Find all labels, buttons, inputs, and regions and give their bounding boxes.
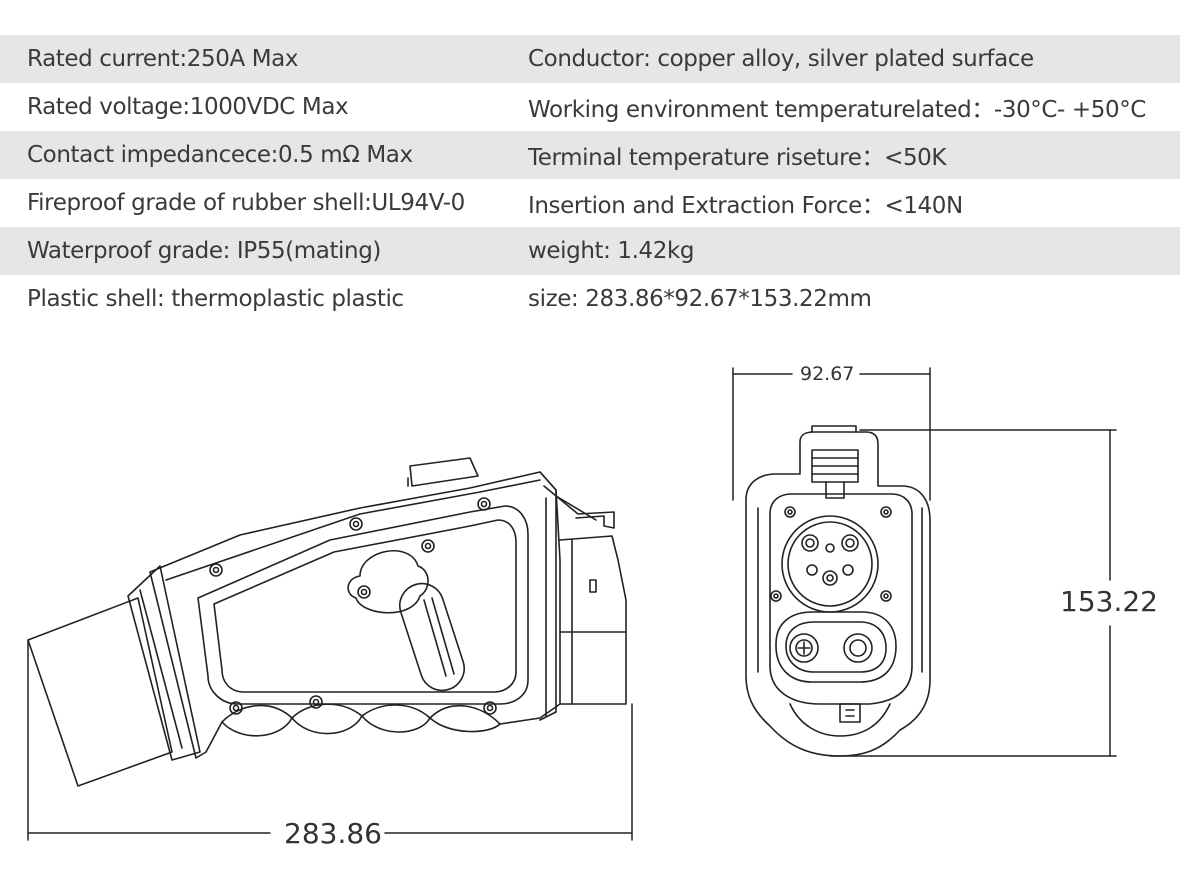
spec-row: Rated current:250A Max Conductor: copper… (0, 35, 1180, 83)
spec-size: size: 283.86*92.67*153.22mm (528, 286, 872, 312)
handle-window (197, 505, 529, 705)
spec-table: Rated current:250A Max Conductor: copper… (0, 35, 1180, 323)
spec-plastic-shell: Plastic shell: thermoplastic plastic (27, 286, 404, 312)
side-view-connector (27, 457, 627, 787)
side-view-screws (209, 497, 497, 715)
oval-plate (347, 550, 429, 614)
signal-socket (781, 515, 879, 613)
dimension-length-label: 283.86 (284, 817, 382, 850)
dc-socket (775, 611, 897, 683)
spec-row: Fireproof grade of rubber shell:UL94V-0 … (0, 179, 1180, 227)
spec-weight: weight: 1.42kg (528, 238, 695, 264)
spec-row: Contact impedancece:0.5 mΩ Max Terminal … (0, 131, 1180, 179)
spec-conductor: Conductor: copper alloy, silver plated s… (528, 46, 1034, 72)
socket-face (769, 493, 913, 705)
spec-row: Plastic shell: thermoplastic plastic siz… (0, 275, 1180, 323)
spec-rated-current: Rated current:250A Max (27, 46, 299, 72)
spec-fireproof-grade: Fireproof grade of rubber shell:UL94V-0 (27, 190, 465, 216)
spec-row: Rated voltage:1000VDC Max Working enviro… (0, 83, 1180, 131)
spec-working-temperature: Working environment temperaturelated：-30… (528, 97, 1146, 123)
front-body (745, 431, 931, 757)
spec-waterproof-grade: Waterproof grade: IP55(mating) (27, 238, 382, 264)
latch-button (409, 457, 479, 487)
spec-rated-voltage: Rated voltage:1000VDC Max (27, 94, 349, 120)
dimension-width-label: 92.67 (800, 363, 855, 385)
dimension-height-label: 153.22 (1060, 585, 1158, 618)
cable-boot (27, 597, 173, 787)
spec-row: Waterproof grade: IP55(mating) weight: 1… (0, 227, 1180, 275)
front-view-connector (745, 425, 931, 757)
dimension-lines (27, 367, 1117, 841)
spec-contact-impedance: Contact impedancece:0.5 mΩ Max (27, 142, 413, 168)
spec-terminal-temperature-rise: Terminal temperature riseture：<50K (528, 145, 947, 171)
spec-insertion-force: Insertion and Extraction Force：<140N (528, 193, 963, 219)
